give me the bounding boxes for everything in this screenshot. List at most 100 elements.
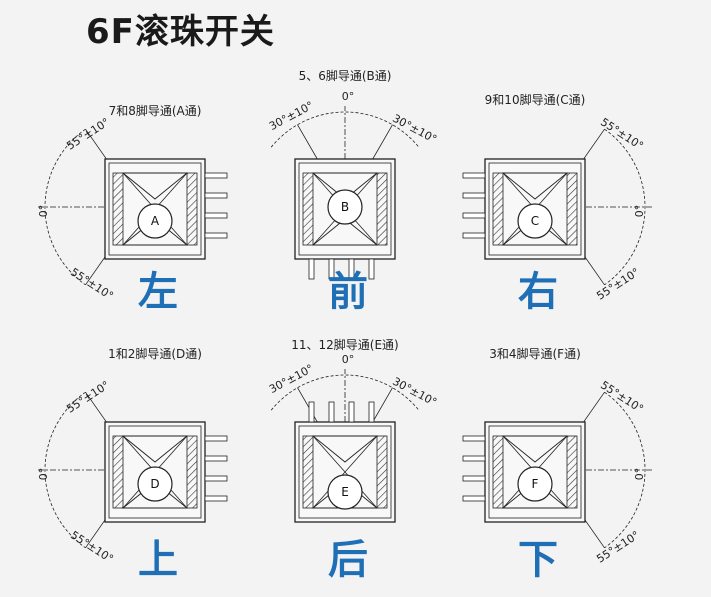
housing-inner [488, 425, 582, 519]
hatched-wall-right [566, 435, 578, 509]
hatched-wall-left [112, 172, 124, 246]
pin [348, 401, 355, 423]
housing-inner [108, 425, 202, 519]
pin [462, 435, 486, 442]
pin [204, 172, 228, 179]
hatched-wall-left [492, 172, 504, 246]
pins [462, 435, 486, 502]
ball-label: B [341, 200, 349, 214]
switch-body: C [462, 158, 586, 260]
pin [462, 475, 486, 482]
angle-label-left: 30°±10° [267, 99, 316, 133]
pin [348, 258, 355, 280]
panel-back: 11、12脚导通(E通)30°±10°30°±10°0°E后 [267, 337, 439, 583]
pin [462, 192, 486, 199]
housing-inner [298, 162, 392, 256]
ball [327, 474, 363, 510]
direction-label: 左 [138, 269, 178, 315]
funnel-top [501, 172, 569, 200]
hatched-wall-right [376, 435, 388, 509]
conduction-label: 1和2脚导通(D通) [108, 346, 202, 361]
angle-label-right: 30°±10° [390, 112, 439, 146]
funnel-bottom [501, 481, 569, 509]
angle-label-bottom: 55°±10° [68, 528, 116, 565]
ball [517, 203, 553, 239]
angle-label-middle: 0° [37, 468, 50, 481]
pins [204, 435, 228, 502]
pin [328, 401, 335, 423]
hatched-wall-left [492, 435, 504, 509]
funnel-bottom [501, 218, 569, 246]
direction-label: 上 [138, 537, 178, 583]
angle-label-middle: 0° [342, 90, 355, 103]
funnel-top [121, 172, 189, 200]
angle-label-bottom: 55°±10° [68, 265, 116, 302]
housing-inner [298, 425, 392, 519]
pin [462, 495, 486, 502]
hatched-wall-left [302, 435, 314, 509]
panel-up: 1和2脚导通(D通) 55°±10° 55°±10° 0° D 上 [37, 346, 228, 583]
angle-label-middle: 0° [633, 468, 646, 481]
angle-arc [270, 111, 420, 148]
pin [204, 212, 228, 219]
panel-down: 3和4脚导通(F通)55°±10°55°±10°0°F下 [462, 346, 653, 583]
angle-label-top: 55°±10° [598, 115, 646, 152]
ball-label: F [532, 477, 539, 491]
direction-label: 右 [518, 269, 558, 315]
angle-label-top: 55°±10° [598, 378, 646, 415]
hatched-wall-left [302, 172, 314, 246]
pin [204, 232, 228, 239]
angle-arc [44, 391, 86, 549]
direction-label: 下 [518, 537, 558, 583]
ball-label: C [531, 214, 539, 228]
ball-label: A [151, 214, 160, 228]
conduction-label: 3和4脚导通(F通) [489, 346, 581, 361]
page-title: 6F滚珠开关 [86, 12, 275, 52]
conduction-label: 7和8脚导通(A通) [109, 103, 202, 118]
conduction-label: 9和10脚导通(C通) [485, 92, 586, 107]
panel-front: 5、6脚导通(B通) 30°±10° 30°±10° 0° B 前 [267, 68, 439, 315]
conduction-label: 5、6脚导通(B通) [299, 68, 392, 83]
ball-label: D [150, 477, 159, 491]
angle-label-top: 55°±10° [64, 378, 112, 415]
angle-arc [604, 128, 646, 286]
direction-label: 前 [328, 269, 368, 315]
switch-body: B [294, 158, 396, 280]
angle-label-middle: 0° [342, 353, 355, 366]
pins [462, 172, 486, 239]
pin [328, 258, 335, 280]
pins [204, 172, 228, 239]
hatched-wall-right [186, 435, 198, 509]
funnel-bottom [121, 481, 189, 509]
ball-label: E [341, 485, 349, 499]
hatched-wall-right [376, 172, 388, 246]
angle-arc [270, 374, 420, 411]
hatched-wall-left [112, 435, 124, 509]
ball [327, 189, 363, 225]
funnel-top [121, 435, 189, 463]
ball [137, 203, 173, 239]
angle-label-middle: 0° [37, 205, 50, 218]
funnel-top [311, 172, 379, 200]
pin [462, 455, 486, 462]
funnel-bottom [121, 218, 189, 246]
pin [368, 401, 375, 423]
angle-label-bottom: 55°±10° [594, 265, 642, 302]
hatched-wall-right [566, 172, 578, 246]
pin [308, 401, 315, 423]
ball [137, 466, 173, 502]
housing-inner [488, 162, 582, 256]
cross-line-2 [312, 435, 378, 509]
funnel-top [501, 435, 569, 463]
angle-label-top: 55°±10° [64, 115, 112, 152]
funnel-top [311, 435, 379, 463]
funnel-bottom [311, 218, 379, 246]
direction-label: 后 [328, 537, 368, 583]
switch-body: E [294, 401, 396, 523]
pin [462, 172, 486, 179]
pin [204, 455, 228, 462]
angle-arc [604, 391, 646, 549]
pins [308, 401, 375, 423]
panel-left: 7和8脚导通(A通)55°±10°55°±10°0°A左 [37, 103, 228, 315]
